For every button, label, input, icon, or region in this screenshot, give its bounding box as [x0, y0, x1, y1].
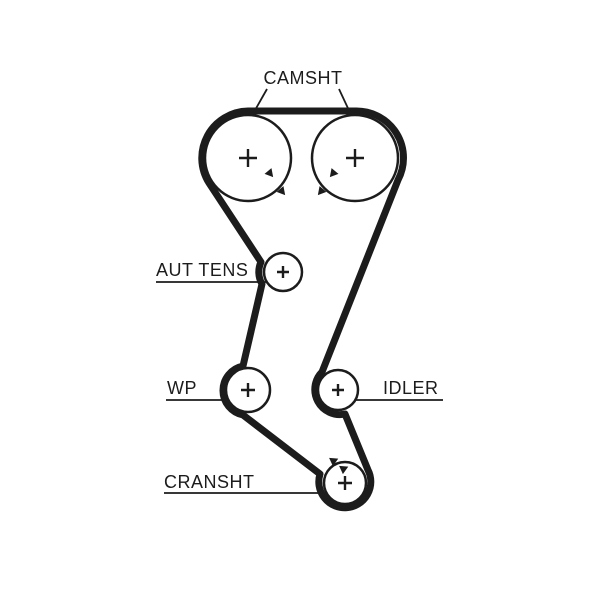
idler-label: IDLER — [383, 378, 439, 398]
tensioner-center-cross-icon — [277, 266, 289, 278]
crankshaft-belt-arrow-icon — [339, 465, 349, 475]
water-pump-center-cross-icon — [241, 383, 255, 397]
crankshaft-center-cross-icon — [338, 476, 352, 490]
water-pump-label: WP — [167, 378, 197, 398]
camshaft-left-rotation-arrow-icon — [264, 168, 274, 178]
crankshaft-rotation-arrow-icon — [329, 457, 339, 467]
camshaft-right-center-cross-icon — [346, 149, 364, 167]
idler-center-cross-icon — [332, 384, 344, 396]
camshaft-right-rotation-arrow-icon — [329, 168, 339, 178]
camshaft-left-belt-arrow-icon — [276, 186, 286, 196]
camshaft-left-center-cross-icon — [239, 149, 257, 167]
timing-belt-path — [198, 107, 407, 512]
crankshaft-label: CRANSHT — [164, 472, 255, 492]
tensioner-label: AUT TENS — [156, 260, 248, 280]
camshaft-label: CAMSHT — [264, 68, 343, 88]
camshaft-right-belt-arrow-icon — [317, 186, 327, 196]
